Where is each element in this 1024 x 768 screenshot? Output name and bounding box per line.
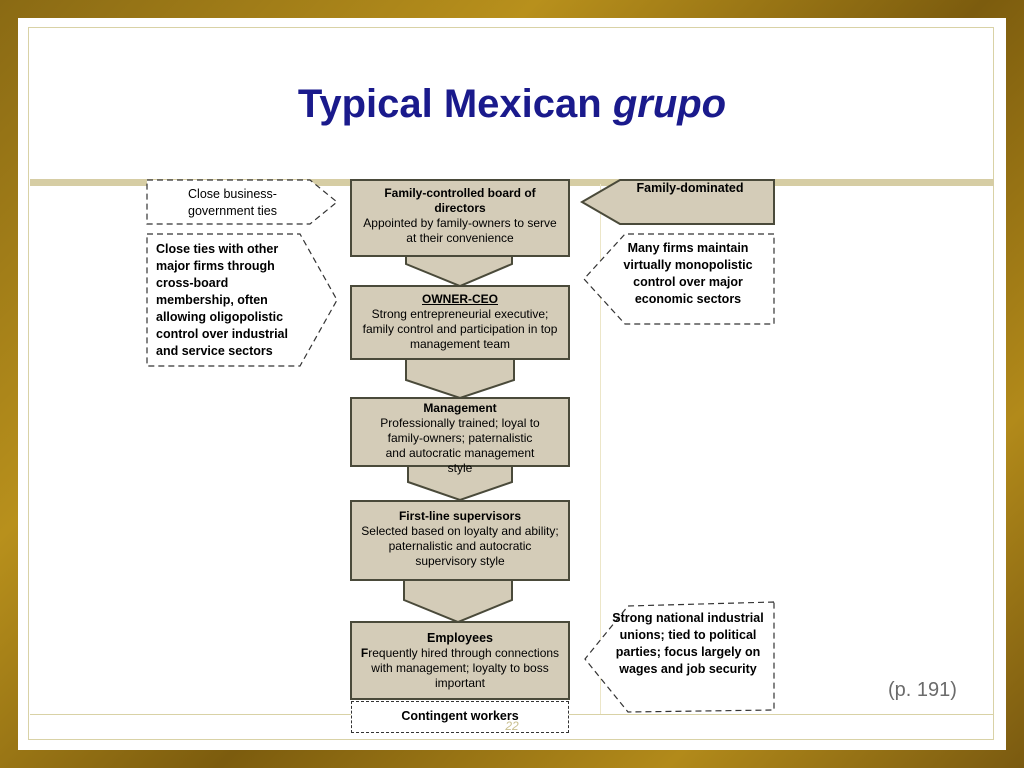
employees-body-first: F [360, 646, 369, 660]
left-callout-2-shape [146, 233, 338, 367]
page-reference: (p. 191) [888, 679, 957, 701]
management-heading: Management [423, 401, 497, 415]
left-callout-2: Close ties with other major firms throug… [156, 242, 288, 358]
management-box: Management Professionally trained; loyal… [350, 397, 570, 475]
supervisors-heading: First-line supervisors [398, 509, 522, 523]
family-dominated-arrow-shape [580, 179, 775, 225]
left-callout-1: Close business-government ties [188, 187, 277, 218]
right-callout-2: Strong national industrial unions; tied … [612, 611, 764, 676]
owner-ceo-body: Strong entrepreneurial executive; family… [362, 307, 558, 351]
down-arrow-4 [403, 579, 513, 624]
employees-body: requently hired through connections with… [368, 646, 560, 690]
down-arrow-1 [405, 255, 513, 288]
employees-box: Employees Frequently hired through conne… [350, 621, 570, 700]
management-body: Professionally trained; loyal to family-… [380, 416, 540, 475]
slide-title: Typical Mexican grupo [0, 80, 1024, 128]
employees-heading: Employees [426, 631, 493, 645]
right-callout-1: Many firms maintain virtually monopolist… [623, 241, 753, 306]
page-number: 22 [505, 719, 519, 733]
board-body: Appointed by family-owners to serve at t… [363, 216, 557, 245]
first-line-supervisors-box: First-line supervisors Selected based on… [350, 500, 570, 581]
right-callout-2-shape [584, 601, 775, 713]
faint-guide-line [600, 184, 601, 714]
title-main: Typical Mexican [297, 82, 613, 126]
right-callout-1-shape [583, 233, 775, 325]
left-callout-1-shape [146, 179, 338, 225]
down-arrow-2 [405, 358, 515, 400]
title-italic: grupo [612, 82, 727, 126]
slide-inner-border [28, 27, 994, 740]
supervisors-body: Selected based on loyalty and ability; p… [361, 524, 559, 568]
owner-ceo-heading: OWNER-CEO [422, 292, 498, 306]
contingent-workers-box: Contingent workers [351, 701, 569, 733]
owner-ceo-box: OWNER-CEO Strong entrepreneurial executi… [350, 285, 570, 360]
board-heading: Family-controlled board of directors [384, 186, 536, 215]
family-dominated-label: Family-dominated [636, 181, 744, 195]
board-of-directors-box: Family-controlled board of directors App… [350, 179, 570, 257]
